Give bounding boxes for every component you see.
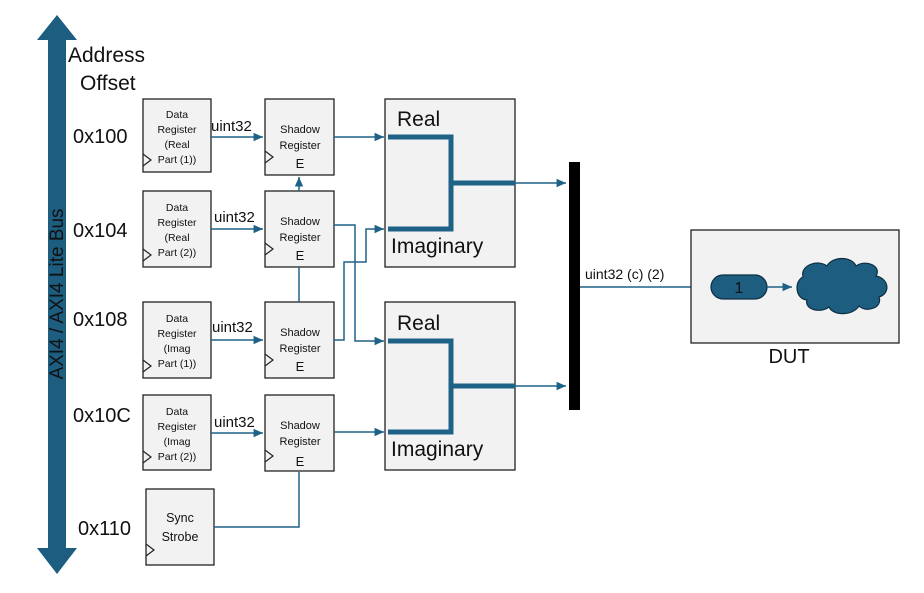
complex-block-1: Real Imaginary xyxy=(384,98,516,268)
data-register-line: Data xyxy=(166,313,188,325)
complex-real-label: Real xyxy=(397,312,440,335)
data-register-imag-1: Data Register (Imag Part (1)) xyxy=(142,301,212,379)
wire-sync-strobe xyxy=(214,472,300,528)
shadow-register-4: Shadow Register E xyxy=(264,394,335,472)
data-register-line: Part (2)) xyxy=(158,247,197,259)
complex-imag-label: Imaginary xyxy=(391,438,484,461)
dut-block: 1 DUT xyxy=(690,229,900,368)
data-register-imag-2: Data Register (Imag Part (2)) xyxy=(142,394,212,471)
offset-0x104: 0x104 xyxy=(73,220,128,242)
data-register-line: Part (1)) xyxy=(158,154,197,166)
shadow-register-label1: Shadow xyxy=(280,216,320,228)
mux-output-label: uint32 (c) (2) xyxy=(585,266,664,282)
shadow-register-3: Shadow Register E xyxy=(264,301,335,379)
data-register-line: Register xyxy=(157,421,197,433)
dut-label: DUT xyxy=(768,346,809,368)
mux-bar xyxy=(569,162,580,410)
address-header-line1: Address xyxy=(68,44,145,67)
wire-shadow2-real2 xyxy=(334,224,384,346)
shadow-register-label2: Register xyxy=(280,140,321,152)
bus-label: AXI4 / AXI4 Lite Bus xyxy=(47,208,68,379)
shadow-register-2: Shadow Register E xyxy=(264,190,335,268)
data-register-line: Part (1)) xyxy=(158,358,197,370)
address-header-line2: Offset xyxy=(80,72,136,95)
wire-type-label: uint32 xyxy=(214,414,255,431)
complex-real-label: Real xyxy=(397,108,440,131)
complex-imag-label: Imaginary xyxy=(391,235,484,258)
offset-0x110: 0x110 xyxy=(78,518,131,540)
offset-0x108: 0x108 xyxy=(73,309,128,331)
shadow-register-label1: Shadow xyxy=(280,420,320,432)
data-register-line: Register xyxy=(157,124,197,136)
data-register-line: (Imag xyxy=(164,436,191,448)
shadow-register-1: Shadow Register E xyxy=(264,98,335,176)
dut-inport-number: 1 xyxy=(735,280,744,297)
shadow-register-label2: Register xyxy=(280,232,321,244)
shadow-register-label1: Shadow xyxy=(280,327,320,339)
data-register-real-1: Data Register (Real Part (1)) xyxy=(142,98,212,173)
offset-0x100: 0x100 xyxy=(73,126,128,148)
data-register-line: Register xyxy=(157,217,197,229)
data-register-line: (Real xyxy=(164,139,189,151)
data-register-real-2: Data Register (Real Part (2)) xyxy=(142,190,212,268)
data-register-line: Register xyxy=(157,328,197,340)
data-register-line: Data xyxy=(166,109,188,121)
data-register-line: (Real xyxy=(164,232,189,244)
data-register-line: (Imag xyxy=(164,343,191,355)
cloud-icon xyxy=(796,257,888,315)
shadow-register-enable: E xyxy=(296,359,305,374)
shadow-register-label2: Register xyxy=(280,436,321,448)
sync-strobe-block: Sync Strobe xyxy=(145,488,215,566)
data-register-line: Part (2)) xyxy=(158,451,197,463)
data-register-line: Data xyxy=(166,202,188,214)
sync-strobe-line1: Sync xyxy=(166,511,194,525)
sync-strobe-line2: Strobe xyxy=(162,530,199,544)
bus-arrow-shape xyxy=(37,15,77,574)
wire-type-label: uint32 xyxy=(214,209,255,226)
complex-block-2: Real Imaginary xyxy=(384,301,516,471)
shadow-register-enable: E xyxy=(296,454,305,469)
data-register-line: Data xyxy=(166,406,188,418)
offset-0x10c: 0x10C xyxy=(73,405,131,427)
shadow-register-enable: E xyxy=(296,156,305,171)
shadow-register-label1: Shadow xyxy=(280,124,320,136)
shadow-register-label2: Register xyxy=(280,343,321,355)
wire-shadow3-imag1 xyxy=(334,224,384,341)
shadow-register-enable: E xyxy=(296,248,305,263)
axi-bus-arrow: AXI4 / AXI4 Lite Bus xyxy=(37,15,77,574)
wire-type-label: uint32 xyxy=(211,118,252,135)
wire-type-label: uint32 xyxy=(212,319,253,336)
